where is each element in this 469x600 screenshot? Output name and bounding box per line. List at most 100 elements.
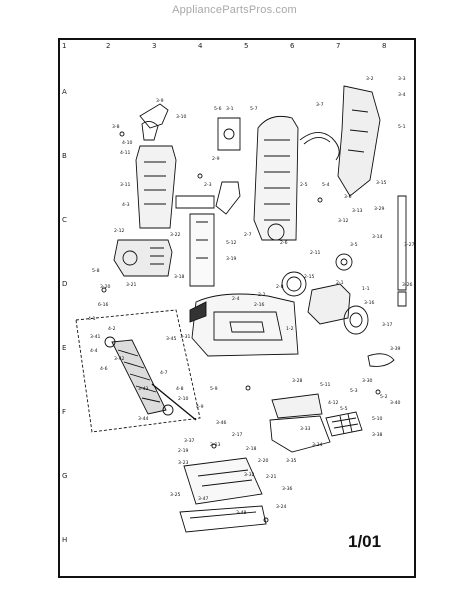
part-callout: 3-14 bbox=[372, 234, 383, 240]
part-callout: 3-7 bbox=[316, 102, 324, 108]
part-callout: 4-10 bbox=[122, 140, 133, 146]
part-callout: 3-21 bbox=[126, 282, 137, 288]
grid-col-label: 6 bbox=[290, 42, 295, 50]
part-callout: 1-2 bbox=[286, 326, 294, 332]
latch-part bbox=[271, 393, 323, 419]
part-callout: 4-7 bbox=[160, 370, 168, 376]
part-callout: 5-6 bbox=[214, 106, 222, 112]
belt-part bbox=[367, 353, 395, 367]
part-callout: 3-17 bbox=[382, 322, 393, 328]
part-callout: 3-4 bbox=[398, 92, 406, 98]
grid-row-label: B bbox=[62, 152, 67, 160]
grid-col-label: 4 bbox=[198, 42, 203, 50]
bottom-cover-part bbox=[179, 505, 267, 533]
part-callout: 3-45 bbox=[166, 336, 177, 342]
part-callout: 2-3 bbox=[204, 182, 212, 188]
bumper-strip-part bbox=[189, 301, 207, 323]
wheel-part bbox=[335, 253, 353, 271]
part-callout: 3-23 bbox=[178, 460, 189, 466]
part-callout: 2-11 bbox=[310, 250, 321, 256]
part-callout: 3-41 bbox=[90, 334, 101, 340]
part-callout: 3-36 bbox=[282, 486, 293, 492]
grid-row-label: G bbox=[62, 472, 68, 480]
grid-col-label: 1 bbox=[62, 42, 67, 50]
hose-part bbox=[299, 132, 340, 161]
rear-chassis-part bbox=[337, 85, 381, 197]
part-callout: 3-33 bbox=[300, 426, 311, 432]
part-callout: 4-1 bbox=[88, 316, 96, 322]
part-callout: 3-19 bbox=[226, 256, 237, 262]
part-callout: 2-10 bbox=[178, 396, 189, 402]
part-callout: 3-44 bbox=[138, 416, 149, 422]
part-callout: 3-9 bbox=[156, 98, 164, 104]
part-callout: 5-5 bbox=[340, 406, 348, 412]
part-callout: 4-9 bbox=[196, 404, 204, 410]
base-plate-part bbox=[183, 457, 263, 505]
part-callout: 1-1 bbox=[362, 286, 370, 292]
part-callout: 2-1 bbox=[336, 280, 344, 286]
part-callout: 2-16 bbox=[254, 302, 265, 308]
part-callout: 3-5 bbox=[350, 242, 358, 248]
bottom-plate-part bbox=[269, 415, 331, 453]
part-callout: 3-13 bbox=[352, 208, 363, 214]
part-callout: 3-38 bbox=[372, 432, 383, 438]
part-callout: 3-43 bbox=[138, 386, 149, 392]
part-callout: 2-12 bbox=[114, 228, 125, 234]
part-callout: 3-16 bbox=[364, 300, 375, 306]
filter-panel-part bbox=[189, 213, 215, 287]
part-callout: 5-7 bbox=[250, 106, 258, 112]
part-callout: 2-20 bbox=[258, 458, 269, 464]
grid-row-label: A bbox=[62, 88, 67, 96]
grid-insert-part bbox=[325, 411, 363, 437]
part-callout: 3-12 bbox=[338, 218, 349, 224]
part-callout: 5-12 bbox=[226, 240, 237, 246]
cord-hook-part bbox=[215, 181, 241, 215]
part-callout: 2-4 bbox=[232, 296, 240, 302]
part-callout: 2-17 bbox=[232, 432, 243, 438]
part-callout: 5-2 bbox=[380, 394, 388, 400]
part-callout: 4-8 bbox=[176, 386, 184, 392]
part-callout: 4-11 bbox=[120, 150, 131, 156]
part-callout: 3-34 bbox=[312, 442, 323, 448]
part-callout: 2-5 bbox=[300, 182, 308, 188]
switch-bracket-part bbox=[217, 117, 241, 151]
wand-tube-lower-part bbox=[397, 291, 407, 307]
part-callout: 3-37 bbox=[184, 438, 195, 444]
part-callout: 4-6 bbox=[100, 366, 108, 372]
site-watermark: AppliancePartsPros.com bbox=[172, 4, 297, 16]
part-callout: 5-4 bbox=[322, 182, 330, 188]
part-callout: 3-48 bbox=[236, 510, 247, 516]
part-callout: 3-22 bbox=[170, 232, 181, 238]
handle-grip-part bbox=[139, 103, 169, 129]
grid-col-label: 8 bbox=[382, 42, 387, 50]
part-callout: 2-6 bbox=[280, 240, 288, 246]
part-callout: 2-21 bbox=[266, 474, 277, 480]
sheet-revision-code: 1/01 bbox=[348, 532, 382, 551]
part-callout: 2-19 bbox=[178, 448, 189, 454]
upper-handle-part bbox=[135, 145, 177, 229]
part-callout: 4-4 bbox=[90, 348, 98, 354]
nozzle-base-part bbox=[191, 293, 299, 357]
part-callout: 4-2 bbox=[108, 326, 116, 332]
part-callout: 2-8 bbox=[276, 284, 284, 290]
part-callout: 3-2 bbox=[366, 76, 374, 82]
part-callout: 5-3 bbox=[350, 388, 358, 394]
part-callout: 4-3 bbox=[122, 202, 130, 208]
part-callout: 3-32 bbox=[244, 472, 255, 478]
part-callout: 3-42 bbox=[114, 356, 125, 362]
grid-row-label: H bbox=[62, 536, 68, 544]
part-callout: 3-20 bbox=[100, 284, 111, 290]
part-callout: 3-8 bbox=[112, 124, 120, 130]
part-callout: 3-35 bbox=[286, 458, 297, 464]
part-callout: 3-28 bbox=[292, 378, 303, 384]
filter-plate-part bbox=[175, 195, 215, 209]
part-callout: 5-8 bbox=[92, 268, 100, 274]
part-callout: 3-6 bbox=[344, 194, 352, 200]
motor-fan-part bbox=[343, 305, 369, 335]
part-callout: 2-13 bbox=[210, 442, 221, 448]
part-callout: 3-18 bbox=[174, 274, 185, 280]
part-callout: 2-18 bbox=[246, 446, 257, 452]
part-callout: 4-12 bbox=[328, 400, 339, 406]
main-body-housing-part bbox=[253, 115, 299, 241]
grid-col-label: 7 bbox=[336, 42, 341, 50]
